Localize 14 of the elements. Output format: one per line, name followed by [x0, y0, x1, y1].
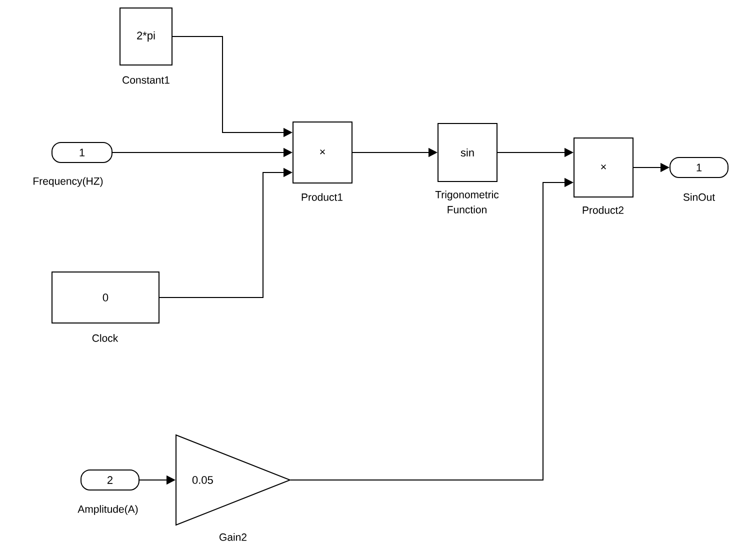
- block-label: Product2: [582, 206, 624, 214]
- block-label: SinOut: [683, 193, 715, 201]
- block-box: sin: [438, 123, 498, 182]
- block-label: Amplitude(A): [78, 505, 138, 515]
- block-box: ×: [292, 122, 352, 184]
- block-box: ×: [574, 138, 634, 198]
- block-label: Clock: [92, 334, 118, 342]
- block-label: Frequency(HZ): [34, 177, 103, 187]
- block-label: Product1: [302, 193, 342, 201]
- block-box: 2*pi: [120, 8, 172, 66]
- block-box: 0: [52, 272, 160, 324]
- block-label: Gain2: [220, 533, 246, 541]
- block-label: Trigonometric Function: [435, 190, 499, 214]
- block-label: Constant1: [122, 76, 170, 84]
